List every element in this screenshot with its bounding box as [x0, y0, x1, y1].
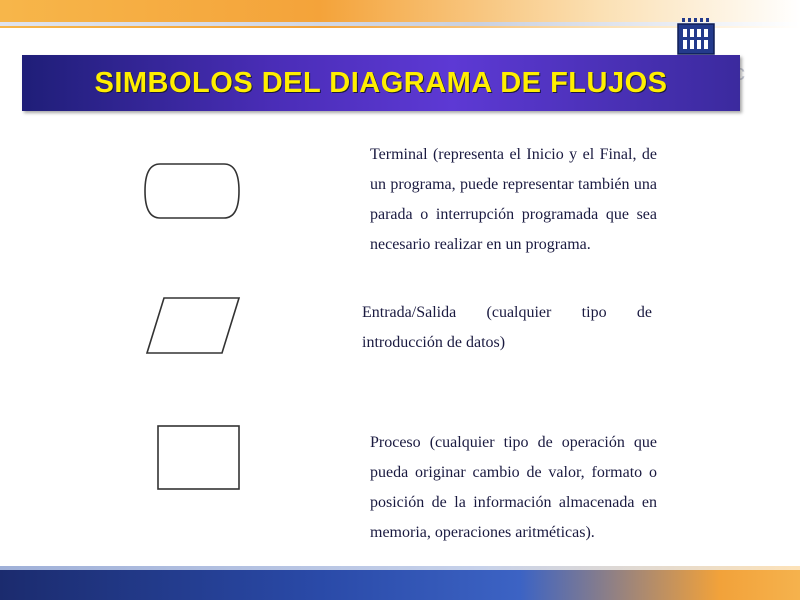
process-description: Proceso (cualquier tipo de operación que… [370, 434, 657, 541]
process-symbol [157, 425, 240, 490]
terminal-symbol [144, 163, 240, 219]
top-decor-line [0, 22, 800, 26]
bottom-decor-line [0, 566, 800, 570]
input-output-description: Entrada/Salida (cualquier tipo de introd… [362, 304, 652, 351]
input-output-symbol [145, 297, 241, 354]
terminal-description: Terminal (representa el Inicio y el Fina… [370, 146, 657, 253]
institution-logo-icon [677, 18, 715, 55]
title-banner: SIMBOLOS DEL DIAGRAMA DE FLUJOS [22, 55, 740, 111]
bottom-decor-band [0, 570, 800, 600]
page-title: SIMBOLOS DEL DIAGRAMA DE FLUJOS [94, 66, 668, 99]
